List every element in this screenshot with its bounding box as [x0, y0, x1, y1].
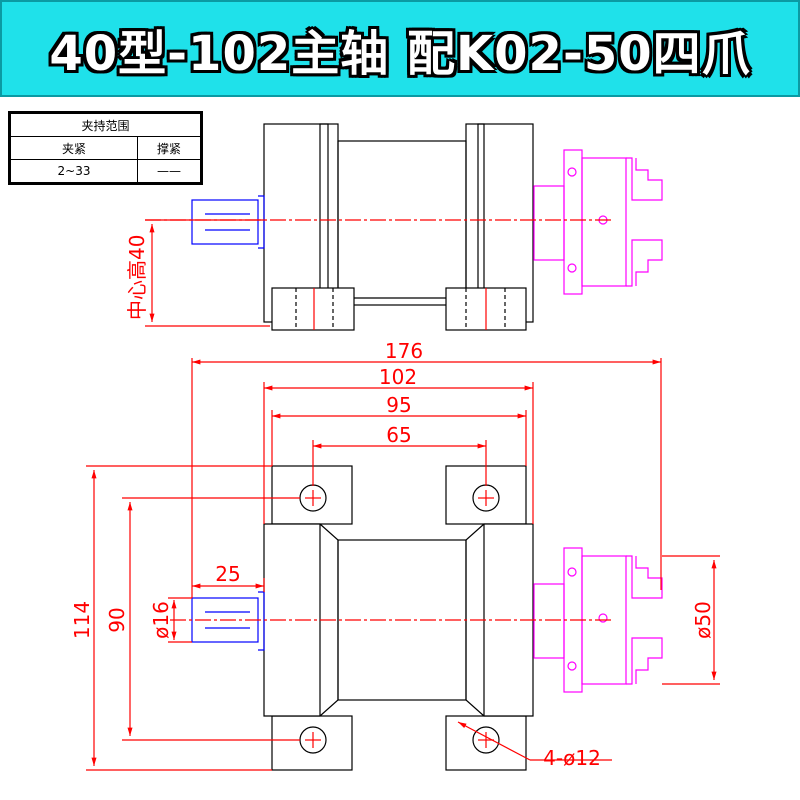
dim-holes: 4-ø12 — [543, 746, 601, 770]
ear-bottom-left — [271, 715, 353, 771]
ear-top-left — [271, 465, 353, 525]
side-view — [145, 123, 663, 331]
dim-114: 114 — [70, 601, 94, 639]
dim-95: 95 — [386, 393, 411, 417]
dim-176: 176 — [385, 339, 423, 363]
clamping-range-table: 夹持范围 夹紧 撑紧 2~33 —— — [8, 111, 203, 185]
table-brace-value: —— — [137, 159, 202, 184]
dim-102: 102 — [379, 365, 417, 389]
side-shaft — [191, 199, 259, 245]
vertical-dimensions — [86, 465, 720, 771]
side-body-center — [337, 140, 467, 306]
dim-25: 25 — [215, 562, 240, 586]
center-height-label: 中心高40 — [125, 235, 149, 320]
title-banner: 40型-102主轴 配K02-50四爪 — [0, 0, 800, 97]
horizontal-dimensions — [191, 358, 662, 598]
table-clamp-value: 2~33 — [9, 159, 138, 184]
table-header: 夹持范围 — [9, 112, 202, 137]
table-col-clamp: 夹紧 — [9, 136, 138, 160]
dim-90: 90 — [105, 607, 129, 632]
side-chuck — [533, 149, 663, 295]
dim-65: 65 — [386, 423, 411, 447]
page-title: 40型-102主轴 配K02-50四爪 — [49, 25, 751, 82]
side-left-foot — [271, 287, 355, 331]
dim-dia50: ø50 — [691, 601, 715, 639]
dim-dia16: ø16 — [149, 601, 173, 639]
top-view — [86, 358, 720, 771]
